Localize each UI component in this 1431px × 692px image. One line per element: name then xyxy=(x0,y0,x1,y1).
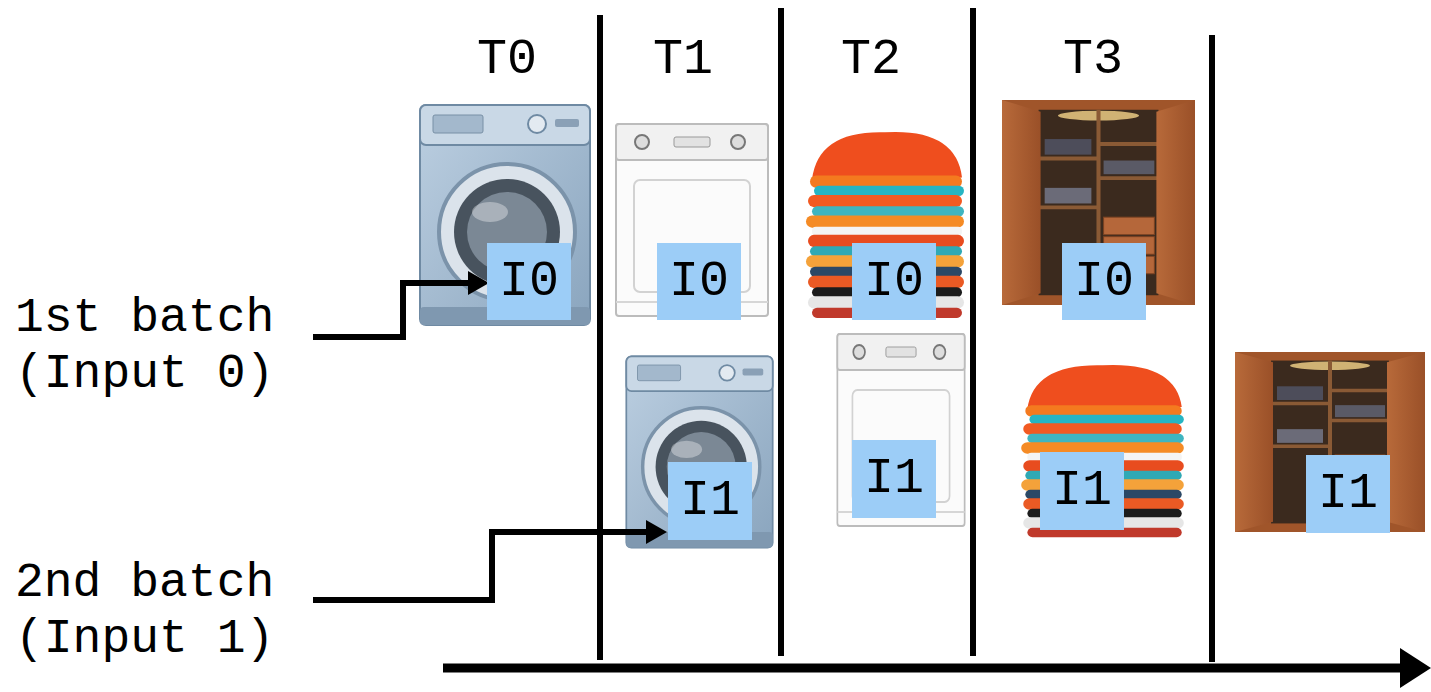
stage-header: T3 xyxy=(1048,30,1138,90)
input-leader xyxy=(313,532,648,600)
folded-clothes-image xyxy=(806,132,964,318)
stage-divider xyxy=(597,15,603,660)
input-tag: I0 xyxy=(864,257,924,307)
dryer-image xyxy=(837,334,964,526)
stage-header: T1 xyxy=(638,30,728,90)
input-leader xyxy=(313,283,470,337)
closet-image xyxy=(1235,352,1425,532)
stage-input-box: I1 xyxy=(668,462,752,540)
input-tag: I0 xyxy=(1074,257,1134,307)
washer-image xyxy=(626,356,772,547)
input-tag: I0 xyxy=(669,257,729,307)
time-axis xyxy=(443,664,1403,673)
stage-input-box: I1 xyxy=(1306,455,1390,533)
stage-header: T2 xyxy=(826,30,916,90)
washer-image xyxy=(420,105,590,325)
input-tag: I1 xyxy=(864,454,924,504)
stage-divider xyxy=(970,8,976,656)
stage-divider xyxy=(778,8,784,656)
stage-input-box: I0 xyxy=(1062,243,1146,320)
input-leader-head xyxy=(468,271,489,295)
stage-input-box: I0 xyxy=(852,243,936,320)
stage-input-box: I1 xyxy=(1040,452,1124,530)
input-tag: I0 xyxy=(499,257,559,307)
stage-divider xyxy=(1209,35,1215,662)
dryer-image xyxy=(616,124,768,316)
input-tag: I1 xyxy=(1318,469,1378,519)
stage-header: T0 xyxy=(462,30,552,90)
input-tag: I1 xyxy=(680,476,740,526)
input-leader-head xyxy=(646,520,667,544)
input-label: 2nd batch (Input 1) xyxy=(15,555,287,667)
stage-input-box: I0 xyxy=(657,243,741,320)
input-tag: I1 xyxy=(1052,466,1112,516)
stage-input-box: I0 xyxy=(487,243,571,320)
folded-clothes-image xyxy=(1021,365,1184,537)
time-axis-head xyxy=(1400,648,1431,688)
input-label: 1st batch (Input 0) xyxy=(15,290,287,402)
stage-input-box: I1 xyxy=(852,440,936,518)
